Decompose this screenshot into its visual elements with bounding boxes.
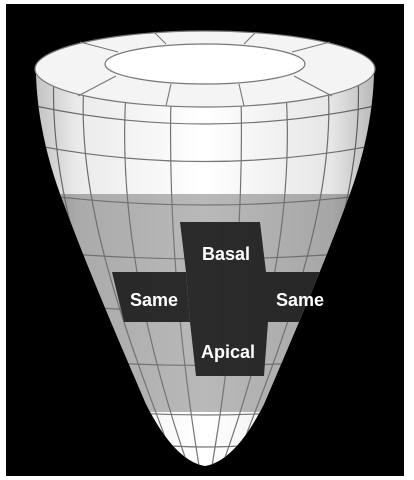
inner-rim-opening: [104, 43, 306, 85]
basal-label: Basal: [202, 244, 250, 264]
rim-segment-lines: [77, 31, 333, 107]
left-ventricle-diagram: Basal Same Same Apical: [34, 30, 376, 466]
heart-model-frame: Basal Same Same Apical: [6, 4, 404, 476]
apical-label: Apical: [201, 342, 255, 362]
same-left-label: Same: [130, 290, 178, 310]
same-right-label: Same: [276, 290, 324, 310]
